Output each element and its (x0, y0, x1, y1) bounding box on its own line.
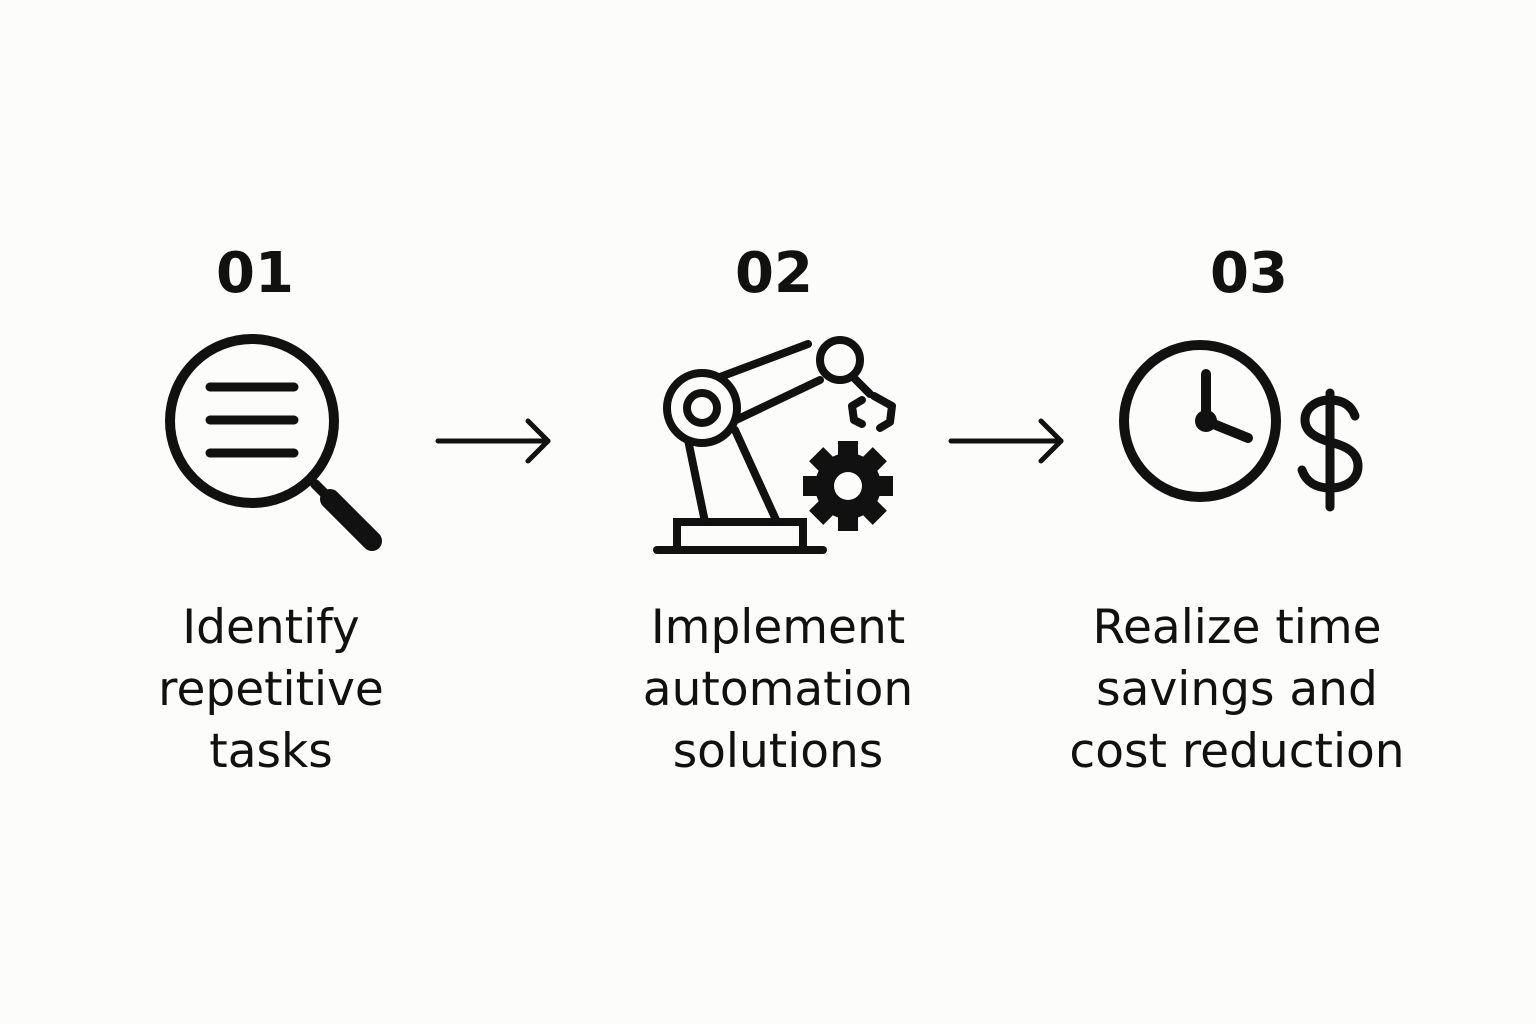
step-number-2: 02 (735, 241, 813, 306)
arrow-right-icon (430, 411, 560, 471)
clock-dollar-icon (1110, 320, 1390, 530)
arrow-right-icon (943, 411, 1073, 471)
step-number-1: 01 (216, 241, 294, 306)
step-number-3: 03 (1210, 241, 1288, 306)
robotic-arm-gear-icon (640, 320, 920, 570)
magnifying-glass-document-icon (150, 320, 400, 570)
step-label-3: Realize time savings and cost reduction (1069, 600, 1405, 779)
step-label-1: Identify repetitive tasks (158, 600, 384, 779)
step-label-2: Implement automation solutions (642, 600, 914, 779)
dollar-sign-icon (1297, 388, 1363, 512)
